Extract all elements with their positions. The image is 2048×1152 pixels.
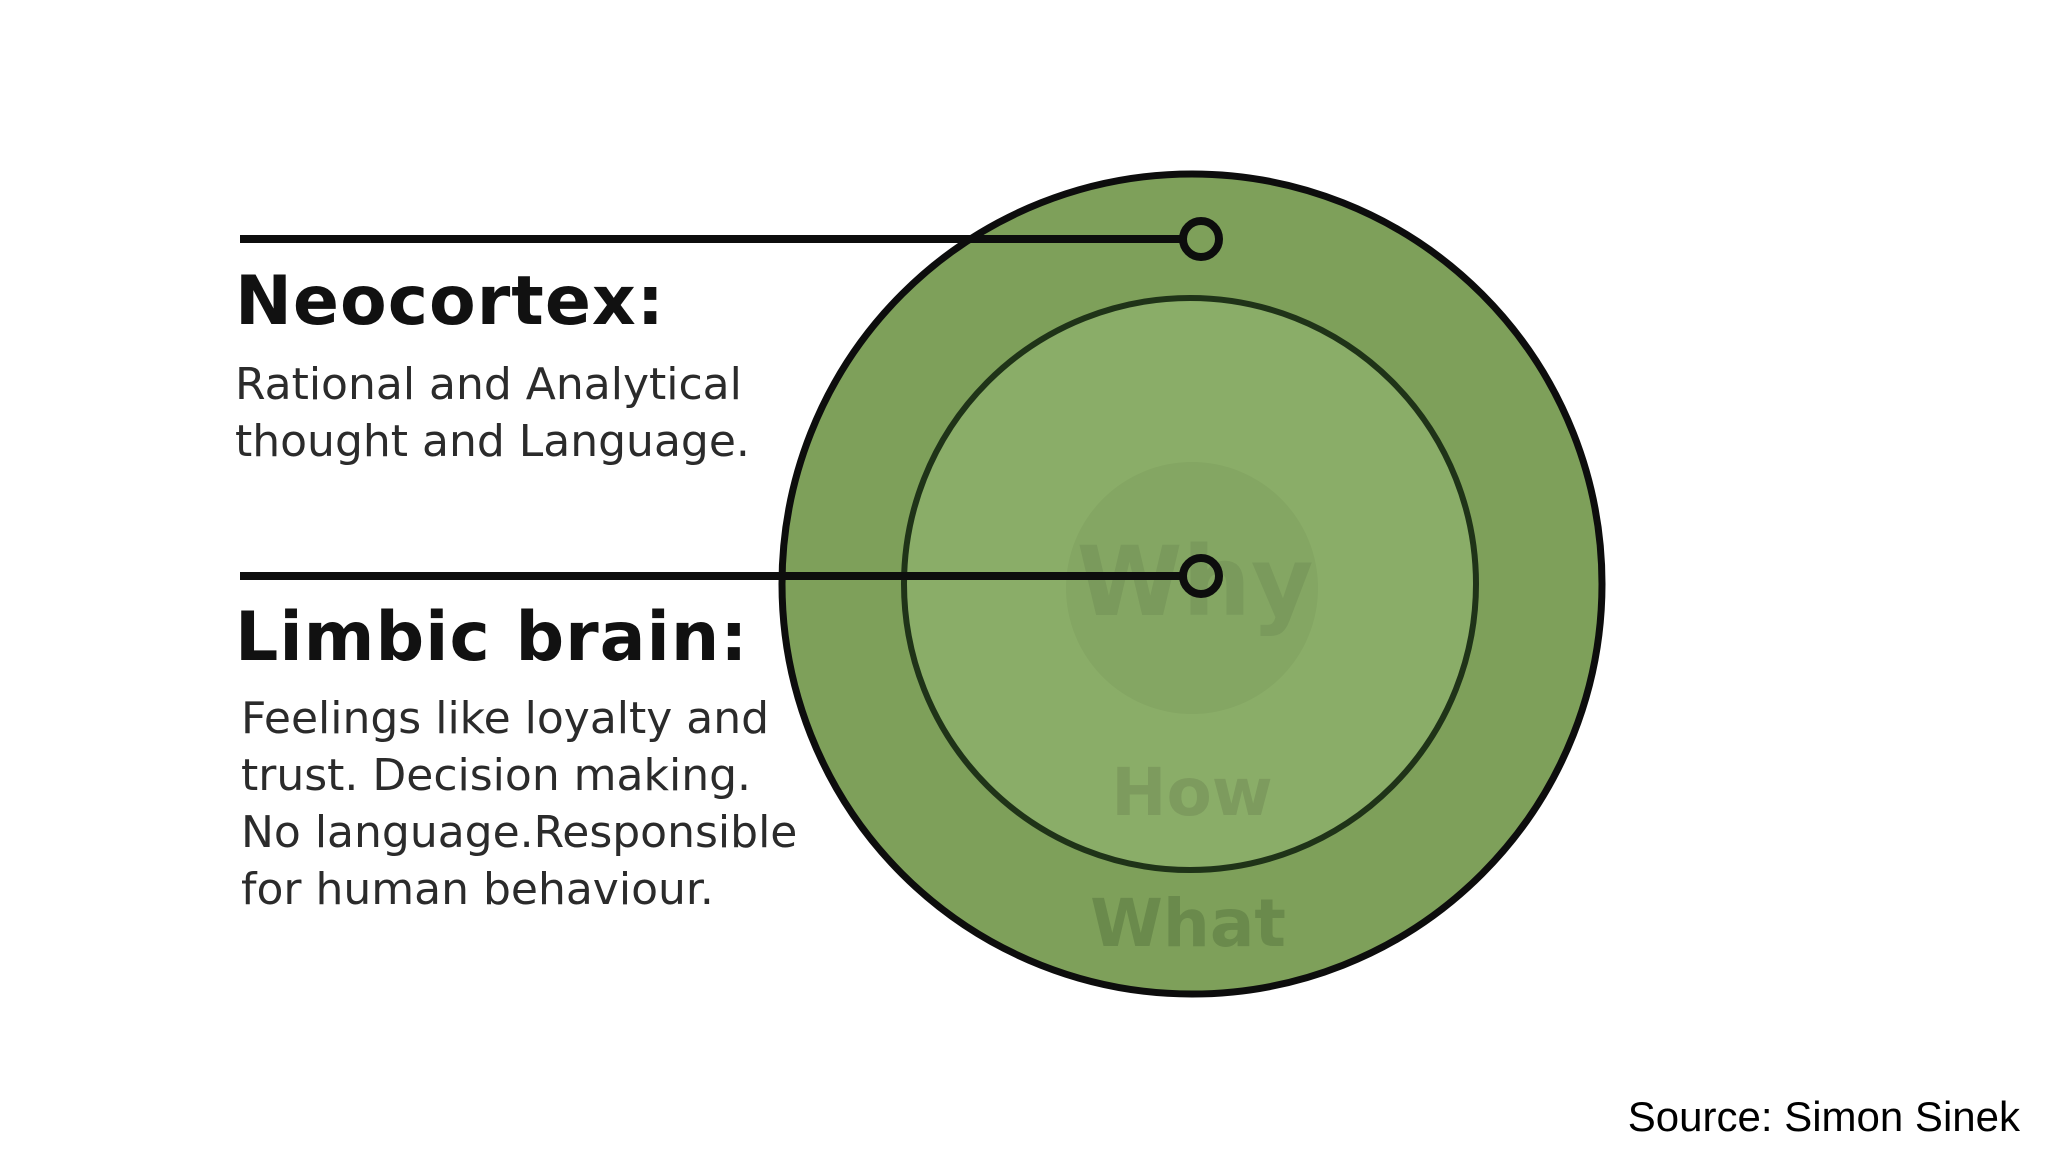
word-why: Why [1077,526,1314,638]
limbic-description: Feelings like loyalty and trust. Decisio… [241,690,797,918]
neocortex-pointer-dot [1179,217,1223,261]
neocortex-description: Rational and Analytical thought and Lang… [235,356,750,470]
neocortex-description-line: Rational and Analytical [235,359,742,410]
limbic-title: Limbic brain: [235,598,749,677]
word-what: What [1090,885,1286,962]
neocortex-description-line: thought and Language. [235,416,750,467]
limbic-description-line: for human behaviour. [241,864,714,915]
limbic-description-line: Feelings like loyalty and [241,693,770,744]
limbic-pointer-dot [1179,554,1223,598]
neocortex-label: Neocortex: Rational and Analytical thoug… [235,268,750,470]
limbic-description-line: No language.Responsible [241,807,798,858]
limbic-description-line: trust. Decision making. [241,750,752,801]
limbic-label: Limbic brain: Feelings like loyalty and … [235,604,797,918]
source-credit: Source: Simon Sinek [1627,1093,2020,1140]
neocortex-title: Neocortex: [235,262,665,341]
word-how: How [1111,754,1273,831]
